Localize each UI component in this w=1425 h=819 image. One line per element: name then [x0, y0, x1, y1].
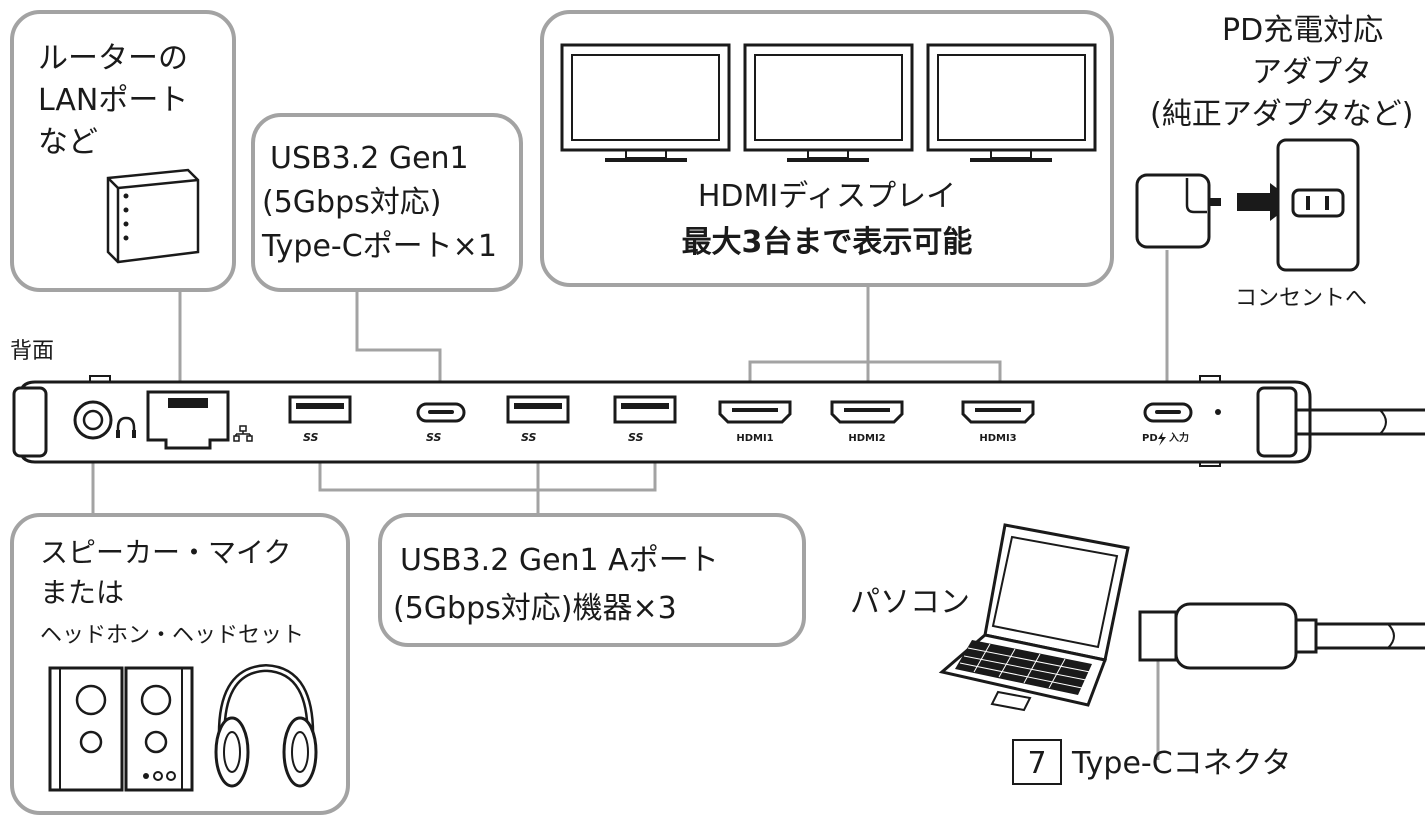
pd-adapter-group: PD充電対応 アダプタ (純正アダプタなど) コンセントへ: [1135, 13, 1413, 311]
hdmi2-label: HDMI2: [848, 433, 885, 444]
status-led: [1215, 409, 1221, 415]
hdmi-port-3[interactable]: [961, 400, 1035, 424]
monitor-icon: [560, 43, 731, 162]
pd-input-port[interactable]: [1143, 402, 1193, 423]
hdmi-label-line2: 最大3台まで表示可能: [682, 225, 973, 260]
usbc-label-line1: USB3.2 Gen1: [270, 141, 469, 176]
ac-adapter-icon: [1135, 173, 1295, 249]
usba-callout: USB3.2 Gen1 Aポート (5Gbps対応)機器×3: [378, 513, 806, 647]
outlet-label: コンセントへ: [1235, 286, 1367, 311]
router-label-line3: など: [38, 125, 98, 160]
usb-c-port[interactable]: [416, 402, 466, 423]
audio-callout: スピーカー・マイク または ヘッドホン・ヘッドセット: [10, 513, 350, 815]
usbc-callout: USB3.2 Gen1 (5Gbps対応) Type-Cポート×1: [251, 113, 523, 292]
usbc-label-line2: (5Gbps対応): [262, 185, 441, 220]
lightning-icon: [1158, 432, 1166, 446]
usb-c-cable-icon: [1138, 602, 1425, 670]
ss-logo-3: SS: [521, 431, 537, 444]
router-callout: ルーターの LANポート など: [10, 10, 236, 292]
hdmi1-label: HDMI1: [736, 433, 773, 444]
hdmi-port-2[interactable]: [830, 400, 904, 424]
router-label-line2: LANポート: [38, 83, 188, 118]
pd-input-label: 入力: [1169, 431, 1189, 444]
lan-icon: [233, 425, 253, 442]
pd-label-line2: アダプタ: [1252, 55, 1372, 90]
ss-logo-1: SS: [303, 431, 319, 444]
audio-label-line3: ヘッドホン・ヘッドセット: [40, 623, 304, 648]
usba-label-line1: USB3.2 Gen1 Aポート: [400, 543, 719, 578]
usbc-label-line3: Type-Cポート×1: [261, 229, 497, 264]
wall-outlet-icon: [1276, 138, 1360, 272]
audio-jack-port[interactable]: [73, 400, 113, 440]
router-label-line1: ルーターの: [38, 41, 188, 76]
usba-label-line2: (5Gbps対応)機器×3: [393, 591, 677, 626]
laptop-icon: [938, 523, 1130, 712]
hdmi-callout: HDMIディスプレイ 最大3台まで表示可能: [540, 10, 1114, 287]
pd-label-line3: (純正アダプタなど): [1150, 97, 1413, 132]
headphones-icon: [214, 663, 318, 788]
connector-number-box: [1012, 739, 1062, 785]
ss-logo-4: SS: [628, 431, 644, 444]
connector-label: Type-Cコネクタ: [1071, 746, 1291, 781]
connector-number: 7: [1027, 746, 1046, 781]
usb-a-port-2[interactable]: [506, 395, 570, 424]
pc-label: パソコン: [850, 585, 970, 620]
pd-port-label: PD: [1142, 433, 1158, 444]
monitor-icon: [743, 43, 914, 162]
ss-logo-2: SS: [426, 431, 442, 444]
speaker-icon: [124, 666, 194, 792]
monitor-icon: [926, 43, 1097, 162]
lan-port[interactable]: [146, 390, 230, 450]
usb-a-port-3[interactable]: [613, 395, 677, 424]
audio-label-line1: スピーカー・マイク: [40, 536, 291, 569]
hdmi3-label: HDMI3: [979, 433, 1016, 444]
hdmi-port-1[interactable]: [718, 400, 792, 424]
speaker-icon: [48, 666, 124, 792]
hdmi-label-line1: HDMIディスプレイ: [698, 179, 956, 214]
audio-label-line2: または: [40, 576, 124, 609]
router-icon: [106, 168, 200, 264]
usb-a-port-1[interactable]: [288, 395, 352, 424]
headset-jack-icon: [116, 416, 136, 438]
rear-label: 背面: [10, 339, 54, 364]
pd-label-line1: PD充電対応: [1222, 13, 1383, 48]
